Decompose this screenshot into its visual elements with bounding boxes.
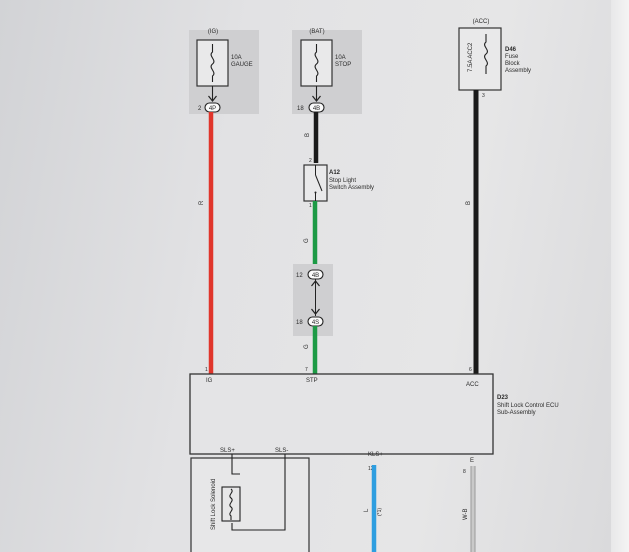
- ecu-pin-stp-num: 7: [305, 367, 308, 373]
- solenoid-coil-box: [221, 486, 241, 522]
- stop-light-switch: 2 A12 Stop Light Switch Assembly 1: [303, 158, 374, 209]
- fuse-acc-pin: 3: [482, 93, 485, 99]
- fuse-bat-name: STOP: [335, 62, 351, 68]
- ecu-line2: Sub-Assembly: [497, 410, 536, 416]
- fuse-bat-tag: (BAT): [309, 29, 324, 35]
- ecu-code: D23: [497, 395, 509, 401]
- fuse-acc-tag: (ACC): [473, 19, 490, 25]
- switch-line2: Switch Assembly: [329, 185, 374, 191]
- solenoid-label: Shift Lock Solenoid: [211, 479, 217, 530]
- fuse-ig-symbol: [210, 44, 215, 82]
- wire-green-lower-label: G: [304, 344, 310, 349]
- ecu-pin-ig-num: 1: [205, 367, 208, 373]
- connector-upper-pin: 12: [296, 273, 303, 279]
- fuse-acc-code: D46: [505, 47, 517, 53]
- fuse-ig: (IG) 10A GAUGE 4P 2: [189, 29, 259, 114]
- ecu-pin-acc: ACC: [466, 382, 479, 388]
- ecu-box: [189, 373, 494, 455]
- shift-lock-solenoid: Shift Lock Solenoid: [190, 454, 310, 552]
- ecu-line1: Shift Lock Control ECU: [497, 403, 559, 409]
- ecu-pin-kls: KLS+: [368, 452, 383, 458]
- wire-black-bat-label: B: [305, 133, 311, 137]
- ecu-pin-sls-plus: SLS+: [220, 448, 235, 454]
- wire-red-label: R: [199, 200, 205, 205]
- ecu-pin-stp: STP: [306, 378, 318, 384]
- fuse-acc-box: [458, 27, 502, 91]
- fuse-bat-symbol: [314, 44, 319, 82]
- connector-bat-pin: 18: [297, 106, 304, 112]
- fuse-bat-rating: 10A: [335, 55, 346, 61]
- wire-green-label: G: [304, 238, 310, 243]
- solenoid-area: [190, 457, 310, 552]
- inline-connector-pair: 4B 12 4S 18: [293, 264, 333, 336]
- ecu-pin-e: E: [470, 458, 474, 464]
- fuse-ig-rating: 10A: [231, 55, 242, 61]
- fuse-ig-name: GAUGE: [231, 62, 253, 68]
- connector-upper-label: 4B: [312, 273, 319, 279]
- fuse-acc-line1: Fuse: [505, 54, 519, 60]
- connector-ig-label: 4P: [209, 106, 216, 112]
- switch-code: A12: [329, 170, 341, 176]
- wire-blue-sub: (*1): [377, 508, 383, 516]
- switch-line1: Stop Light: [329, 178, 356, 184]
- switch-pin-top: 2: [309, 158, 312, 164]
- solenoid-coil-icon: [229, 488, 233, 520]
- connector-bat-label: 4B: [313, 106, 320, 112]
- ecu-d23: 1 IG 7 STP 6 ACC D23 Shift Lock Control …: [189, 367, 559, 464]
- ecu-pin-sls-minus: SLS-: [275, 448, 288, 454]
- switch-pin-bottom: 1: [309, 203, 312, 209]
- fuse-acc-rating: 7.5A ACC2: [468, 42, 474, 72]
- wire-ground-label: W-B: [463, 508, 469, 520]
- page-edge: [611, 0, 629, 552]
- ecu-pin-kls-num: 12: [368, 466, 374, 472]
- ecu-pin-ig: IG: [206, 378, 213, 384]
- fuse-acc-line3: Assembly: [505, 68, 531, 74]
- ecu-pin-acc-num: 6: [469, 367, 472, 373]
- fuse-ig-tag: (IG): [208, 29, 218, 35]
- connector-ig-pin: 2: [198, 106, 202, 112]
- connector-lower-pin: 18: [296, 320, 303, 326]
- fuse-acc-line2: Block: [505, 61, 521, 67]
- fuse-acc: (ACC) 7.5A ACC2 D46 Fuse Block Assembly …: [458, 19, 531, 99]
- fuse-bat: (BAT) 10A STOP 4B 18: [292, 29, 362, 114]
- wire-blue-label: L: [364, 508, 370, 512]
- fuse-acc-symbol: [484, 34, 488, 74]
- wire-acc-label: B: [466, 201, 472, 205]
- ecu-pin-e-num: 8: [463, 469, 466, 475]
- connector-lower-label: 4S: [312, 320, 319, 326]
